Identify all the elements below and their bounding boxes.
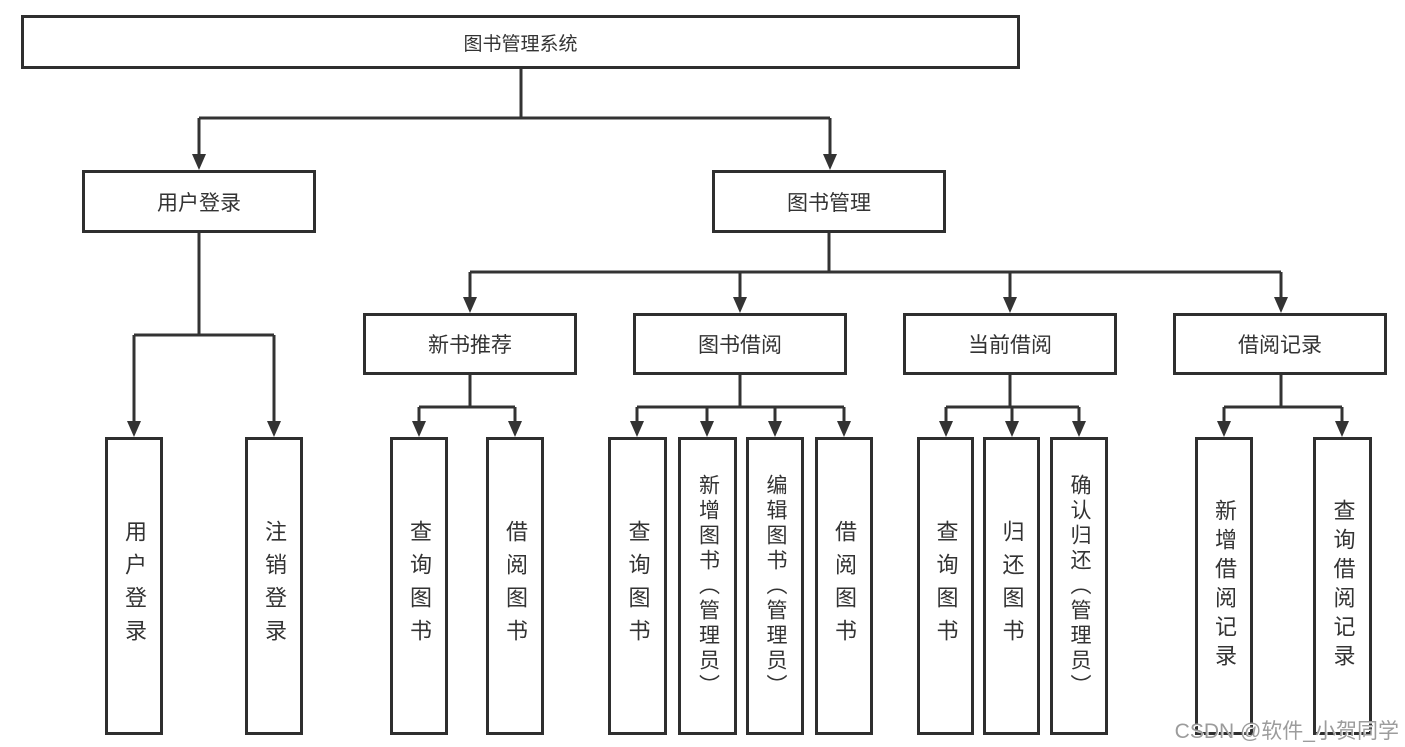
- node-label: 当前借阅: [968, 334, 1052, 357]
- connector-borrow-records: [1217, 375, 1349, 437]
- node-library-management-system: 图书管理系统: [21, 15, 1020, 69]
- arrowhead-icon: [192, 154, 206, 170]
- arrowhead-icon: [700, 421, 714, 437]
- node-label: 用户登录: [122, 520, 147, 652]
- arrowhead-icon: [939, 421, 953, 437]
- leaf-query-books-current: 查询图书: [917, 437, 974, 735]
- node-book-management: 图书管理: [712, 170, 946, 233]
- node-label: 图书管理: [787, 191, 871, 215]
- arrowhead-icon: [1005, 421, 1019, 437]
- leaf-add-borrow-record: 新增借阅记录: [1195, 437, 1253, 735]
- connector-current-borrow: [939, 375, 1086, 437]
- node-label: 查询图书: [933, 520, 959, 652]
- leaf-query-books-borrow: 查询图书: [608, 437, 667, 735]
- arrowhead-icon: [412, 421, 426, 437]
- arrowhead-icon: [267, 421, 281, 437]
- leaf-logout: 注销登录: [245, 437, 303, 735]
- arrowhead-icon: [733, 297, 747, 313]
- leaf-return-books: 归还图书: [983, 437, 1040, 735]
- node-label: 新增图书（管理员）: [696, 473, 720, 699]
- leaf-add-books-admin: 新增图书（管理员）: [678, 437, 737, 735]
- leaf-user-login: 用户登录: [105, 437, 163, 735]
- connector-book-borrow: [630, 375, 851, 437]
- arrowhead-icon: [1335, 421, 1349, 437]
- arrowhead-icon: [1003, 297, 1017, 313]
- connector-root: [192, 69, 837, 170]
- leaf-edit-books-admin: 编辑图书（管理员）: [746, 437, 804, 735]
- arrowhead-icon: [837, 421, 851, 437]
- connector-user-login: [127, 233, 281, 437]
- node-label: 借阅记录: [1238, 334, 1322, 357]
- arrowhead-icon: [630, 421, 644, 437]
- arrowhead-icon: [1274, 297, 1288, 313]
- arrowhead-icon: [1072, 421, 1086, 437]
- csdn-watermark: CSDN @软件_小贺同学: [1174, 720, 1399, 743]
- arrowhead-icon: [823, 154, 837, 170]
- leaf-borrow-books-recommend: 借阅图书: [486, 437, 544, 735]
- node-new-book-recommend: 新书推荐: [363, 313, 577, 375]
- node-label: 借阅图书: [832, 520, 857, 652]
- connector-book-management: [463, 233, 1288, 313]
- node-label: 新书推荐: [428, 334, 512, 357]
- connector-new-book-recommend: [412, 375, 522, 437]
- arrowhead-icon: [1217, 421, 1231, 437]
- node-borrow-records: 借阅记录: [1173, 313, 1387, 375]
- node-label: 查询借阅记录: [1330, 499, 1356, 673]
- node-label: 用户登录: [157, 191, 241, 215]
- node-label: 查询图书: [407, 520, 432, 652]
- leaf-confirm-return-admin: 确认归还（管理员）: [1050, 437, 1108, 735]
- leaf-borrow-books: 借阅图书: [815, 437, 873, 735]
- node-label: 借阅图书: [503, 520, 528, 652]
- node-label: 图书借阅: [698, 334, 782, 357]
- node-label: 图书管理系统: [463, 33, 578, 55]
- leaf-query-books-recommend: 查询图书: [390, 437, 448, 735]
- node-label: 新增借阅记录: [1212, 499, 1237, 673]
- arrowhead-icon: [127, 421, 141, 437]
- leaf-query-borrow-record: 查询借阅记录: [1313, 437, 1372, 735]
- node-label: 确认归还（管理员）: [1068, 473, 1091, 699]
- node-user-login: 用户登录: [82, 170, 316, 233]
- node-book-borrow: 图书借阅: [633, 313, 847, 375]
- node-label: 查询图书: [625, 520, 651, 652]
- node-label: 编辑图书（管理员）: [764, 473, 787, 699]
- node-label: 归还图书: [999, 520, 1025, 652]
- arrowhead-icon: [463, 297, 477, 313]
- node-label: 注销登录: [262, 520, 287, 652]
- arrowhead-icon: [768, 421, 782, 437]
- arrowhead-icon: [508, 421, 522, 437]
- node-current-borrow: 当前借阅: [903, 313, 1117, 375]
